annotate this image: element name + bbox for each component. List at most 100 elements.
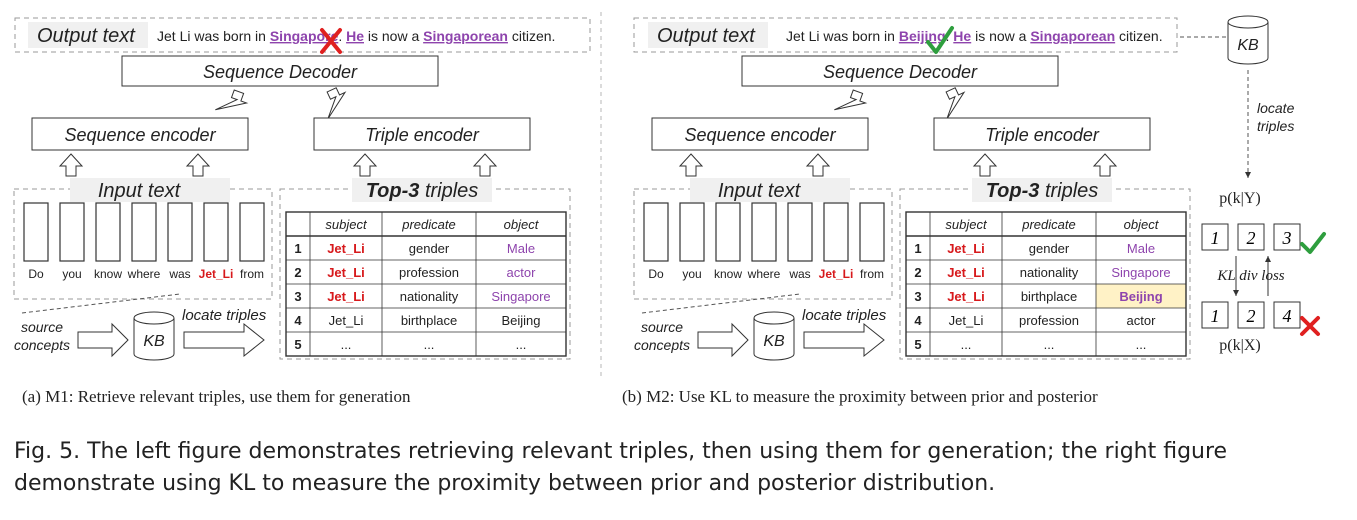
table-cell: 5 [914, 337, 921, 352]
triples-title: Top-3 triples [366, 180, 479, 202]
check-mark-icon [926, 26, 954, 54]
table-cell: gender [1029, 241, 1070, 256]
subcaption-a: (a) M1: Retrieve relevant triples, use t… [22, 387, 411, 406]
table-cell: nationality [400, 289, 459, 304]
table-cell: birthplace [401, 313, 457, 328]
table-cell: 2 [914, 265, 921, 280]
source-concepts-label-2: concepts [634, 337, 690, 353]
table-cell: gender [409, 241, 450, 256]
table-cell: ... [1044, 337, 1055, 352]
sequence-encoder-label: Sequence encoder [64, 125, 216, 145]
table-cell: birthplace [1021, 289, 1077, 304]
hollow-arrow-icon [945, 87, 966, 120]
database-icon [1227, 15, 1269, 65]
sequence-decoder-box [741, 55, 1059, 87]
table-cell: Beijing [501, 313, 540, 328]
table-cell: Jet_Li [327, 241, 365, 256]
up-arrow-icon [805, 153, 831, 177]
table-cell: Jet_Li [329, 313, 364, 328]
posterior-box-label: 3 [1282, 228, 1292, 248]
token-label: know [714, 267, 742, 281]
token-box [643, 202, 669, 262]
hollow-arrow-icon [215, 89, 249, 111]
input-label-bg [690, 178, 850, 202]
table-cell: ... [424, 337, 435, 352]
table-header: predicate [401, 217, 455, 232]
sequence-decoder-label: Sequence Decoder [823, 62, 978, 82]
triples-title-bg [352, 178, 492, 202]
kb-label: KB [143, 333, 165, 350]
hollow-right-arrow-icon [77, 322, 129, 358]
kb-label: KB [763, 333, 785, 350]
table-cell: 2 [294, 265, 301, 280]
table-cell: 5 [294, 337, 301, 352]
table-cell: Jet_Li [947, 265, 985, 280]
table-cell: ... [516, 337, 527, 352]
highlight-cell [1096, 284, 1186, 308]
table-cell: 3 [914, 289, 921, 304]
prior-box-label: 4 [1283, 306, 1292, 326]
sequence-decoder-label: Sequence Decoder [203, 62, 358, 82]
output-text-label: Output text [657, 25, 756, 47]
table-cell: actor [1127, 313, 1157, 328]
table-cell: 1 [914, 241, 921, 256]
up-arrow-icon [972, 153, 998, 177]
output-text-box [14, 17, 591, 53]
token-label: Jet_Li [199, 267, 234, 281]
dashed-link [21, 293, 181, 314]
table-header: object [504, 217, 540, 232]
figure-5: Output text Jet Li was born in Singapore… [13, 12, 1326, 406]
locate-label: locate [1257, 100, 1295, 116]
table-cell: nationality [1020, 265, 1079, 280]
table-cell: 3 [294, 289, 301, 304]
table-cell: actor [507, 265, 537, 280]
token-label: you [682, 267, 701, 281]
token-box [23, 202, 49, 262]
token-box [239, 202, 265, 262]
subcaption-b: (b) M2: Use KL to measure the proximity … [622, 387, 1098, 406]
token-label: Do [28, 267, 44, 281]
token-label: from [860, 267, 884, 281]
posterior-box [1273, 223, 1301, 251]
prior-box [1237, 301, 1265, 329]
table-cell: Beijing [1119, 289, 1162, 304]
prior-box-label: 2 [1247, 306, 1256, 326]
token-box [787, 202, 813, 262]
token-box [131, 202, 157, 262]
sequence-encoder-label: Sequence encoder [684, 125, 836, 145]
table-cell: Jet_Li [327, 289, 365, 304]
token-label: where [127, 267, 161, 281]
input-text-label: Input text [98, 180, 182, 202]
table-cell: Jet_Li [947, 289, 985, 304]
table-header: object [1124, 217, 1160, 232]
table-cell: Male [1127, 241, 1155, 256]
sequence-encoder-box [31, 117, 249, 151]
up-arrow-icon [185, 153, 211, 177]
token-box [679, 202, 705, 262]
triples-title: Top-3 triples [986, 180, 1099, 202]
up-arrow-icon [1092, 153, 1118, 177]
output-text-box [633, 17, 1178, 53]
wrong-mark-icon [1300, 316, 1320, 336]
table-header: subject [325, 217, 368, 232]
prior-box [1201, 301, 1229, 329]
triple-encoder-box [933, 117, 1151, 151]
token-label: Do [648, 267, 664, 281]
hollow-right-arrow-icon [697, 322, 749, 358]
output-label-bg [648, 22, 768, 48]
table-cell: Jet_Li [947, 241, 985, 256]
token-label: Jet_Li [819, 267, 854, 281]
table-cell: ... [1136, 337, 1147, 352]
hollow-right-arrow-icon [183, 322, 265, 358]
sequence-encoder-box [651, 117, 869, 151]
locate-triples-label: locate triples [802, 307, 887, 324]
output-text-label: Output text [37, 25, 136, 47]
token-box [715, 202, 741, 262]
token-box [823, 202, 849, 262]
panel-b: Output text Jet Li was born in Beijing. … [622, 15, 1326, 406]
sequence-decoder-box [121, 55, 439, 87]
table-cell: 4 [294, 313, 302, 328]
